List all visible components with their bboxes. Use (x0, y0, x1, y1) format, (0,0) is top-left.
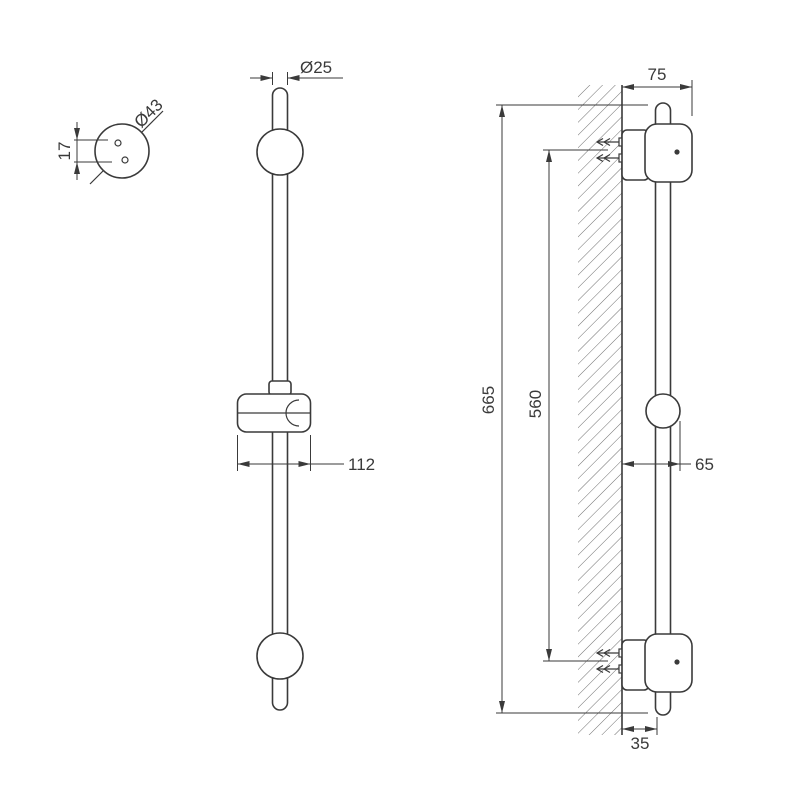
front-view: Ø25 112 (236, 58, 375, 711)
dim-mounting-distance: 560 (526, 149, 608, 662)
dim-hole-offset: 17 (55, 122, 112, 180)
slider-knob (268, 380, 292, 396)
bracket-body (644, 633, 693, 693)
bracket-pin (674, 149, 680, 155)
slider-holder (236, 380, 312, 433)
dim-label-hole-offset: 17 (55, 142, 74, 161)
top-wall-bracket (596, 123, 693, 183)
dim-label-flange-diameter: Ø43 (131, 95, 167, 131)
flange-hole (121, 156, 129, 164)
bracket-pin (674, 659, 680, 665)
dim-bar-diameter: Ø25 (250, 58, 343, 85)
flange-circle (94, 123, 150, 179)
slider-holder-side (645, 393, 681, 429)
dim-label-base-depth: 35 (631, 734, 650, 753)
dim-slider-depth: 65 (622, 421, 714, 474)
dim-label-bar-diameter: Ø25 (300, 58, 332, 77)
detail-view: Ø43 17 (55, 95, 167, 185)
dim-bracket-depth: 75 (622, 65, 693, 116)
dim-label-overall-height: 665 (479, 386, 498, 414)
dim-base-depth: 35 (622, 717, 658, 753)
dim-label-mounting-distance: 560 (526, 390, 545, 418)
flange-hole (114, 139, 122, 147)
dim-slider-length: 112 (237, 435, 375, 474)
top-mount-flange (256, 128, 304, 176)
dim-overall-height: 665 (479, 104, 648, 714)
dim-label-bracket-depth: 75 (648, 65, 667, 84)
wall-hatch (578, 85, 622, 735)
slider-cone-arc (285, 399, 300, 427)
bracket-body (644, 123, 693, 183)
dim-label-slider-length: 112 (348, 455, 375, 474)
side-view: 75 665 560 65 35 (479, 65, 714, 753)
dim-label-slider-depth: 65 (695, 455, 714, 474)
bottom-mount-flange (256, 632, 304, 680)
bottom-wall-bracket (596, 633, 693, 693)
